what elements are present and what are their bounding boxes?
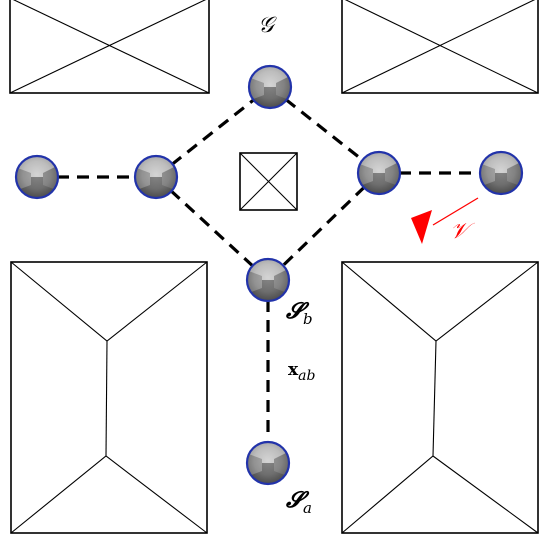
panorama-thumbnail-icon bbox=[16, 156, 58, 198]
building-top-right bbox=[341, 0, 539, 94]
panorama-thumbnail-icon bbox=[135, 156, 177, 198]
building-top-left bbox=[9, 0, 210, 94]
start-b-label: 𝓢b bbox=[285, 298, 313, 328]
start-a-label: 𝓢a bbox=[285, 487, 312, 517]
triangle-pointer-icon bbox=[411, 210, 432, 244]
edge-xab-label: xab bbox=[288, 360, 315, 384]
view-arrow-line bbox=[432, 197, 479, 226]
building-center-small bbox=[239, 152, 298, 211]
node-start-b bbox=[245, 257, 291, 303]
panorama-thumbnail-icon bbox=[480, 152, 522, 194]
node-goal bbox=[247, 64, 293, 110]
edge-bottom-left bbox=[154, 175, 270, 282]
node-left-outer bbox=[14, 154, 60, 200]
view-label: 𝒱 bbox=[450, 219, 475, 244]
building-bottom-right bbox=[341, 261, 539, 534]
edge-top-right bbox=[269, 85, 380, 175]
view-direction bbox=[411, 197, 479, 244]
edge-bottom-right bbox=[266, 171, 381, 282]
building-bottom-left bbox=[10, 261, 208, 534]
panorama-thumbnail-icon bbox=[247, 442, 289, 484]
goal-label: 𝒢 bbox=[258, 13, 277, 38]
node-right-outer bbox=[478, 150, 524, 196]
node-right-inner bbox=[356, 150, 402, 196]
node-left-inner bbox=[133, 154, 179, 200]
panorama-thumbnail-icon bbox=[249, 66, 291, 108]
edge-top-left bbox=[155, 85, 271, 179]
panorama-thumbnail-icon bbox=[358, 152, 400, 194]
panorama-thumbnail-icon bbox=[247, 259, 289, 301]
node-start-a bbox=[245, 440, 291, 486]
